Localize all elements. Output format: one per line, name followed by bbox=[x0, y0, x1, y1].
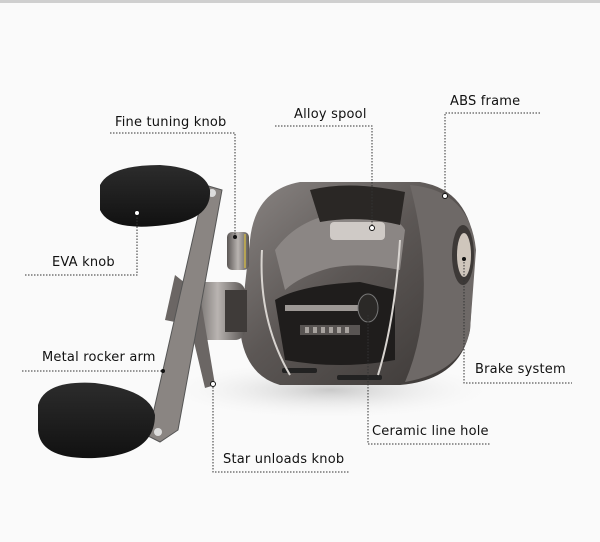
star-drag-shape bbox=[165, 275, 215, 388]
top-border bbox=[0, 0, 600, 3]
callout-metal-rocker-arm: Metal rocker arm bbox=[42, 350, 156, 365]
eva-knob-upper bbox=[100, 165, 211, 227]
callout-brake-system: Brake system bbox=[475, 362, 566, 377]
callout-star-unloads-knob: Star unloads knob bbox=[223, 452, 345, 467]
callout-alloy-spool: Alloy spool bbox=[294, 107, 367, 122]
callout-eva-knob: EVA knob bbox=[52, 255, 115, 270]
callout-leaders bbox=[22, 112, 572, 473]
callout-ceramic-line-hole: Ceramic line hole bbox=[372, 424, 489, 439]
callout-fine-tuning-knob: Fine tuning knob bbox=[115, 115, 227, 130]
eva-knob-lower bbox=[38, 382, 155, 459]
rocker-arm-shape bbox=[147, 184, 223, 443]
callout-abs-frame: ABS frame bbox=[450, 94, 521, 109]
reel-body bbox=[240, 182, 476, 385]
fine-tuning-knob-shape bbox=[227, 232, 249, 270]
